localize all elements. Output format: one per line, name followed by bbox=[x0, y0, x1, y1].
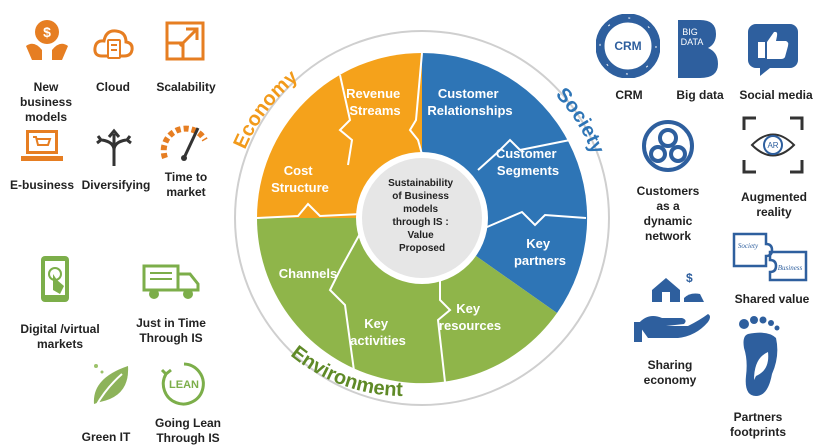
shared-value-label: Shared value bbox=[734, 292, 810, 306]
green-it-label: Green IT bbox=[81, 430, 131, 444]
segment-revenue-streams: Revenue Streams bbox=[346, 86, 404, 118]
big-data-icon: BIG DATA bbox=[678, 20, 718, 78]
footprint-icon bbox=[739, 316, 780, 396]
segment-key-partners: Key partners bbox=[514, 236, 566, 268]
segment-key-activities: Key activities bbox=[350, 316, 406, 348]
svg-text:AR: AR bbox=[767, 141, 778, 150]
tablet-touch-icon bbox=[41, 256, 69, 302]
crm-cycle-icon: CRM bbox=[596, 14, 660, 78]
environment-quadrant bbox=[256, 218, 557, 384]
money-hands-icon: $ bbox=[26, 20, 68, 60]
customers-network-label: Customers as a dynamic network bbox=[636, 184, 700, 243]
new-business-models-label: New business models bbox=[19, 80, 73, 124]
partners-footprints-label: Partners footprints bbox=[730, 410, 786, 439]
augmented-reality-icon: AR bbox=[742, 116, 804, 174]
thumbs-up-icon bbox=[748, 24, 798, 76]
just-in-time-label: Just in Time Through IS bbox=[136, 316, 206, 345]
svg-text:Business: Business bbox=[778, 264, 803, 272]
center-text: Sustainability of Business models throug… bbox=[388, 178, 456, 254]
center-circle bbox=[362, 158, 482, 278]
segment-cost-structure: Cost Structure bbox=[271, 163, 329, 195]
speedometer-icon bbox=[160, 125, 208, 161]
segment-customer-segments: Customer Segments bbox=[496, 146, 560, 178]
cloud-label: Cloud bbox=[96, 80, 130, 94]
scalability-icon bbox=[165, 21, 205, 61]
time-to-market-label: Time to market bbox=[164, 170, 208, 199]
lean-circle-icon: LEAN bbox=[160, 362, 205, 406]
cloud-icon bbox=[93, 29, 134, 59]
svg-text:BIG: BIG bbox=[682, 27, 698, 37]
puzzle-dividers bbox=[256, 52, 587, 383]
svg-text:DATA: DATA bbox=[681, 37, 704, 47]
digital-markets-label: Digital /virtual markets bbox=[20, 322, 100, 351]
svg-text:$: $ bbox=[686, 271, 693, 285]
diversifying-label: Diversifying bbox=[81, 178, 151, 192]
green-leaf-icon bbox=[93, 364, 129, 407]
svg-text:$: $ bbox=[43, 24, 51, 40]
svg-text:LEAN: LEAN bbox=[169, 379, 199, 391]
sharing-economy-label: Sharing economy bbox=[643, 358, 697, 387]
segment-key-resources: Key resources bbox=[439, 301, 501, 333]
svg-text:CRM: CRM bbox=[614, 39, 641, 53]
dynamic-network-icon bbox=[642, 120, 694, 172]
segment-channels: Channels bbox=[279, 266, 338, 281]
e-business-label: E-business bbox=[9, 178, 75, 192]
svg-text:Society: Society bbox=[738, 242, 759, 250]
puzzle-pieces-icon: Society Business bbox=[732, 232, 808, 282]
big-data-label: Big data bbox=[676, 88, 724, 102]
society-quadrant bbox=[422, 52, 588, 314]
social-media-label: Social media bbox=[739, 88, 813, 102]
diversifying-arrows-icon bbox=[96, 128, 132, 166]
laptop-cart-icon bbox=[21, 130, 63, 161]
delivery-truck-icon bbox=[142, 264, 200, 299]
crm-label: CRM bbox=[615, 88, 643, 102]
going-lean-label: Going Lean Through IS bbox=[155, 416, 221, 445]
scalability-label: Scalability bbox=[156, 80, 216, 94]
segment-customer-relationships: Customer Relationships bbox=[427, 86, 512, 118]
sharing-economy-icon: $ bbox=[634, 271, 710, 342]
augmented-reality-label: Augmented reality bbox=[741, 190, 807, 219]
